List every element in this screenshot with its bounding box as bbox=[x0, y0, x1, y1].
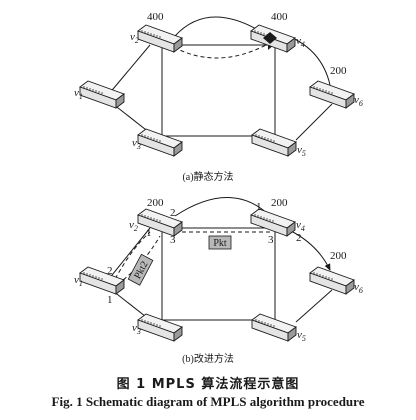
port-v2-3: 3 bbox=[170, 234, 176, 246]
panel-a-v4-diamond-icon bbox=[263, 32, 277, 44]
panel-a-router-v5 bbox=[251, 128, 297, 157]
panel-b-label-v4: v4 bbox=[296, 219, 305, 233]
panel-b-bandwidth-v6: 200 bbox=[330, 250, 347, 262]
panel-a-lsp-path bbox=[167, 43, 269, 59]
panel-b-label-v5: v5 bbox=[297, 329, 306, 343]
panel-a-label-v3: v3 bbox=[132, 137, 141, 151]
panel-a-label-v1: v1 bbox=[74, 87, 83, 101]
panel-b-label-v1: v1 bbox=[74, 274, 83, 288]
port-v1-1: 1 bbox=[107, 294, 113, 306]
panel-b-bandwidth-v4: 200 bbox=[271, 197, 288, 209]
panel-a-bandwidth-v4: 400 bbox=[271, 11, 288, 23]
panel-a-caption: (a)静态方法 bbox=[182, 170, 233, 183]
panel-b-label-v3: v3 bbox=[132, 322, 141, 336]
figure-caption-en: Fig. 1 Schematic diagram of MPLS algorit… bbox=[51, 394, 365, 409]
port-v4-1: 1 bbox=[256, 201, 262, 213]
panel-b-label-v6: v6 bbox=[354, 281, 363, 295]
svg-text:Pkt: Pkt bbox=[213, 238, 227, 249]
panel-a-bandwidth-v2: 400 bbox=[147, 11, 164, 23]
panel-b-caption: (b)改进方法 bbox=[182, 352, 234, 365]
packet-pkt: Pkt bbox=[208, 235, 232, 250]
panel-a-router-v1 bbox=[79, 80, 125, 109]
panel-b-label-v2: v2 bbox=[129, 219, 138, 233]
panel-a-label-v5: v5 bbox=[297, 144, 306, 158]
panel-a-router-v3 bbox=[137, 128, 183, 157]
panel-a-router-v2 bbox=[137, 24, 183, 53]
panel-b-router-v6 bbox=[309, 266, 355, 295]
panel-a-router-v6 bbox=[309, 80, 355, 109]
port-v1-2: 2 bbox=[107, 265, 113, 277]
panel-b-router-v1 bbox=[79, 266, 125, 295]
panel-b-dashed-paths bbox=[111, 231, 270, 289]
panel-a-bandwidth-v6: 200 bbox=[330, 65, 347, 77]
port-v4-3: 3 bbox=[268, 234, 274, 246]
port-v2-2: 2 bbox=[170, 207, 176, 219]
panel-a: v1 v2 v3 v4 v5 v6 400 400 200 (a)静态方法 bbox=[74, 11, 363, 183]
panel-a-label-v6: v6 bbox=[354, 94, 363, 108]
panel-b-router-v5 bbox=[251, 313, 297, 342]
panel-b: Pkt Pkt2 v1 v2 v3 v4 v5 v6 200 200 200 2… bbox=[74, 197, 363, 365]
panel-b-router-v3 bbox=[137, 313, 183, 342]
panel-b-bandwidth-v2: 200 bbox=[147, 197, 164, 209]
port-v4-2: 2 bbox=[296, 232, 302, 244]
packet-pkt2: Pkt2 bbox=[127, 253, 154, 286]
panel-b-router-v4 bbox=[250, 208, 296, 237]
panel-a-label-v2: v2 bbox=[130, 31, 139, 45]
figure-caption-cn: 图 1 MPLS 算法流程示意图 bbox=[116, 377, 300, 392]
port-v2-1: 1 bbox=[146, 227, 152, 239]
mpls-diagram: v1 v2 v3 v4 v5 v6 400 400 200 (a)静态方法 bbox=[74, 11, 363, 365]
panel-a-label-v4: v4 bbox=[296, 35, 305, 49]
